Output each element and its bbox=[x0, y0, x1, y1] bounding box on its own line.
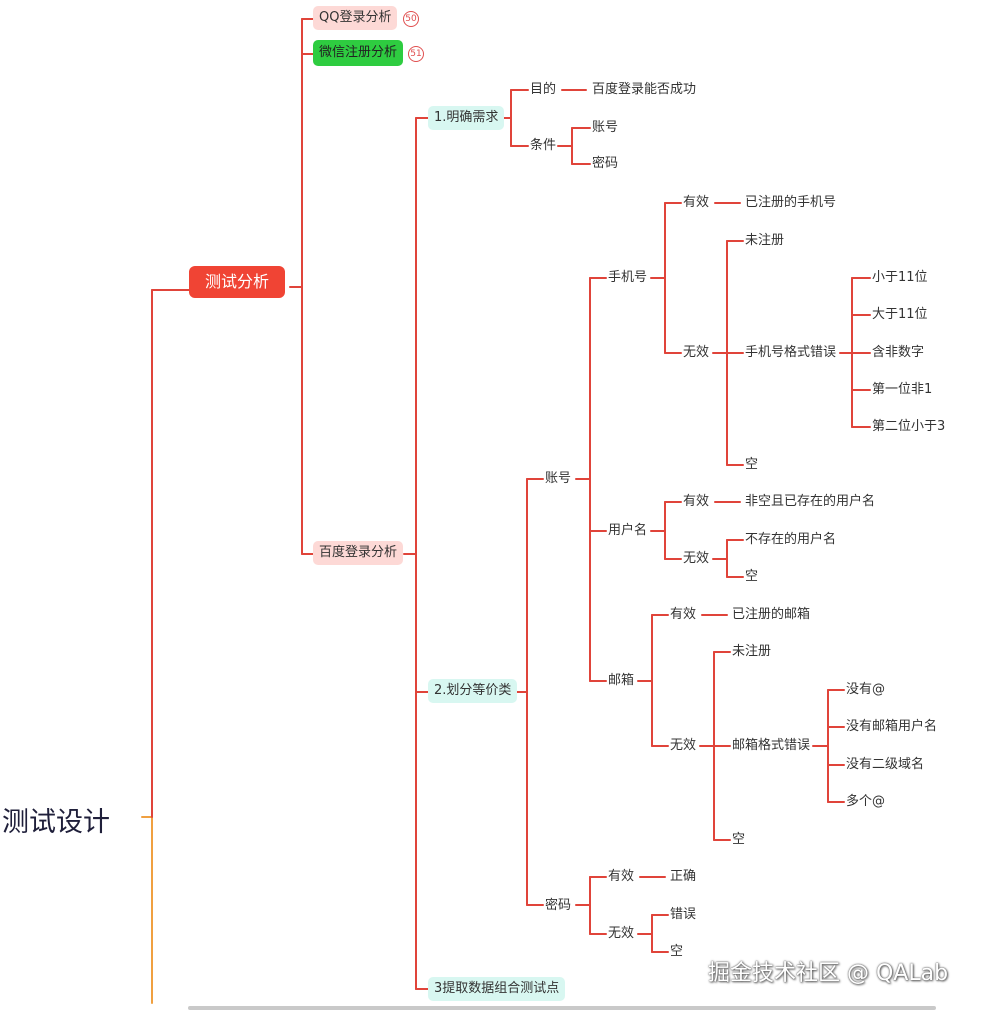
eq-pwd-correct[interactable]: 正确 bbox=[670, 869, 697, 884]
eq-phone-valid-value[interactable]: 已注册的手机号 bbox=[745, 195, 837, 210]
eq-email-format-4[interactable]: 多个@ bbox=[846, 794, 886, 809]
req-goal[interactable]: 目的 bbox=[530, 82, 557, 97]
topic-qq-login-analysis[interactable]: QQ登录分析 bbox=[313, 6, 398, 30]
step-combine-test-points[interactable]: 3提取数据组合测试点 bbox=[428, 977, 566, 1001]
eq-phone-format-5[interactable]: 第二位小于3 bbox=[872, 419, 946, 434]
eq-email-empty[interactable]: 空 bbox=[732, 832, 746, 847]
eq-phone-valid[interactable]: 有效 bbox=[683, 195, 710, 210]
eq-email-format-error[interactable]: 邮箱格式错误 bbox=[732, 738, 811, 753]
topic-test-analysis[interactable]: 测试分析 bbox=[189, 266, 286, 298]
step-clarify-requirements[interactable]: 1.明确需求 bbox=[428, 106, 505, 130]
eq-email-valid-value[interactable]: 已注册的邮箱 bbox=[732, 607, 811, 622]
topic-baidu-login-analysis[interactable]: 百度登录分析 bbox=[313, 541, 404, 565]
root-topic[interactable]: 测试设计 bbox=[2, 807, 110, 838]
eq-phone-format-2[interactable]: 大于11位 bbox=[872, 307, 928, 322]
eq-pwd-invalid[interactable]: 无效 bbox=[608, 926, 635, 941]
req-condition[interactable]: 条件 bbox=[530, 138, 557, 153]
eq-phone-format-4[interactable]: 第一位非1 bbox=[872, 382, 933, 397]
eq-account[interactable]: 账号 bbox=[545, 471, 572, 486]
eq-phone-format-3[interactable]: 含非数字 bbox=[872, 345, 925, 360]
step-equivalence-classes[interactable]: 2.划分等价类 bbox=[428, 679, 518, 703]
eq-email-format-2[interactable]: 没有邮箱用户名 bbox=[846, 719, 938, 734]
eq-phone-format-error[interactable]: 手机号格式错误 bbox=[745, 345, 837, 360]
note-count-badge-wechat[interactable]: 51 bbox=[408, 46, 424, 62]
topic-wechat-register-analysis[interactable]: 微信注册分析 bbox=[313, 40, 404, 66]
eq-username[interactable]: 用户名 bbox=[608, 523, 648, 538]
eq-email-format-1[interactable]: 没有@ bbox=[846, 682, 886, 697]
eq-phone-invalid[interactable]: 无效 bbox=[683, 345, 710, 360]
eq-email-unregistered[interactable]: 未注册 bbox=[732, 644, 772, 659]
watermark: 掘金技术社区 @ QALab bbox=[708, 961, 949, 986]
eq-pwd-empty[interactable]: 空 bbox=[670, 944, 684, 959]
req-password[interactable]: 密码 bbox=[592, 156, 619, 171]
eq-email[interactable]: 邮箱 bbox=[608, 673, 635, 688]
eq-username-invalid[interactable]: 无效 bbox=[683, 551, 710, 566]
eq-email-format-3[interactable]: 没有二级域名 bbox=[846, 757, 925, 772]
eq-username-not-exist[interactable]: 不存在的用户名 bbox=[745, 532, 837, 547]
eq-phone[interactable]: 手机号 bbox=[608, 270, 648, 285]
note-count-badge-qq[interactable]: 50 bbox=[403, 11, 419, 27]
eq-email-invalid[interactable]: 无效 bbox=[670, 738, 697, 753]
eq-pwd-valid[interactable]: 有效 bbox=[608, 869, 635, 884]
horizontal-scrollbar[interactable] bbox=[188, 1006, 936, 1010]
eq-phone-empty[interactable]: 空 bbox=[745, 457, 759, 472]
eq-email-valid[interactable]: 有效 bbox=[670, 607, 697, 622]
req-goal-value[interactable]: 百度登录能否成功 bbox=[592, 82, 697, 97]
eq-password[interactable]: 密码 bbox=[545, 898, 572, 913]
eq-pwd-wrong[interactable]: 错误 bbox=[670, 907, 697, 922]
eq-username-valid-value[interactable]: 非空且已存在的用户名 bbox=[745, 494, 876, 509]
eq-username-valid[interactable]: 有效 bbox=[683, 494, 710, 509]
eq-username-empty[interactable]: 空 bbox=[745, 569, 759, 584]
eq-phone-unregistered[interactable]: 未注册 bbox=[745, 233, 785, 248]
eq-phone-format-1[interactable]: 小于11位 bbox=[872, 270, 928, 285]
req-account[interactable]: 账号 bbox=[592, 120, 619, 135]
